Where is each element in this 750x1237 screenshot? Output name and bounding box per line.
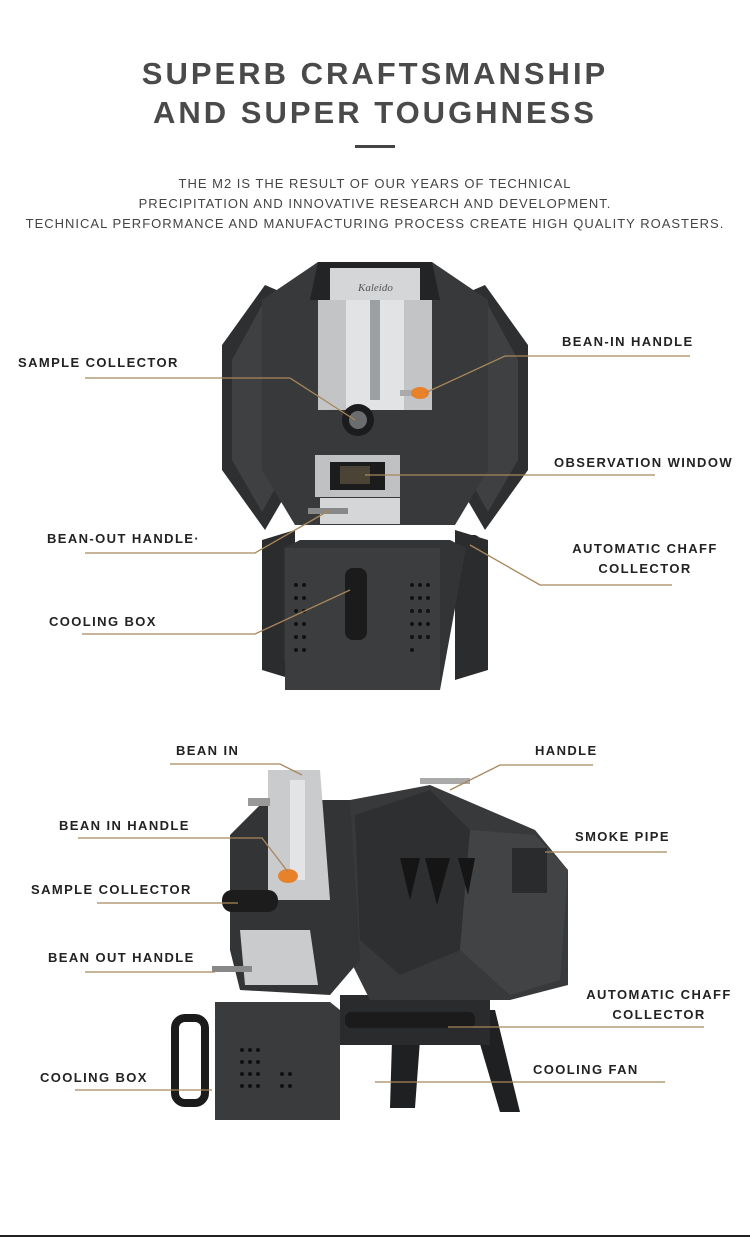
label-chaff-collector-side-line-2: COLLECTOR <box>612 1007 706 1022</box>
side-vent-holes <box>240 1048 292 1088</box>
label-chaff-collector-front-line-1: AUTOMATIC CHAFF <box>572 541 718 556</box>
label-chaff-collector-front-line-2: COLLECTOR <box>598 561 692 576</box>
label-observation-window: OBSERVATION WINDOW <box>554 455 734 470</box>
side-view-roaster <box>171 770 568 1120</box>
label-sample-collector-side: SAMPLE COLLECTOR <box>31 882 192 897</box>
front-logo: Kaleido <box>357 282 393 294</box>
label-cooling-box-front: COOLING BOX <box>49 614 157 629</box>
label-cooling-box-side: COOLING BOX <box>40 1070 148 1085</box>
bottom-rule <box>0 1235 750 1237</box>
label-sample-collector-front: SAMPLE COLLECTOR <box>18 355 179 370</box>
front-view-roaster: Kaleido <box>222 262 528 690</box>
intro-line-2: PRECIPITATION AND INNOVATIVE RESEARCH AN… <box>138 196 612 211</box>
label-bean-in-handle-front: BEAN-IN HANDLE <box>562 334 694 349</box>
title-divider <box>355 145 395 148</box>
label-bean-out-handle-front: BEAN-OUT HANDLE· <box>47 531 201 546</box>
label-bean-in: BEAN IN <box>176 743 240 758</box>
intro-line-1: THE M2 IS THE RESULT OF OUR YEARS OF TEC… <box>178 176 572 191</box>
label-chaff-collector-side-line-1: AUTOMATIC CHAFF <box>586 987 732 1002</box>
label-handle: HANDLE <box>535 743 598 758</box>
label-smoke-pipe: SMOKE PIPE <box>575 829 670 844</box>
side-leader-lines <box>75 763 704 1091</box>
front-vent-holes <box>294 583 430 652</box>
page-title-line-1: SUPERB CRAFTSMANSHIP <box>141 56 609 91</box>
page-title-line-2: AND SUPER TOUGHNESS <box>153 95 597 130</box>
label-cooling-fan: COOLING FAN <box>533 1062 639 1077</box>
front-leader-lines <box>82 355 690 635</box>
label-bean-in-handle-side: BEAN IN HANDLE <box>59 818 190 833</box>
label-bean-out-handle-side: BEAN OUT HANDLE <box>48 950 195 965</box>
intro-line-3: TECHNICAL PERFORMANCE AND MANUFACTURING … <box>25 216 725 231</box>
